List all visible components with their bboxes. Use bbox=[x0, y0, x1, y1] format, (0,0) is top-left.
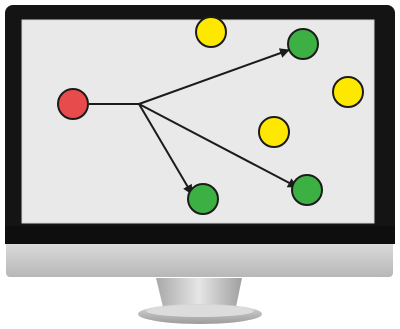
graph-edges bbox=[89, 48, 298, 195]
yellow-node-top bbox=[195, 16, 227, 48]
target-node-bottom-right bbox=[291, 174, 323, 206]
yellow-node-center bbox=[258, 116, 290, 148]
edge-hub-to-bottom-left bbox=[138, 103, 193, 195]
source-node bbox=[57, 88, 89, 120]
target-node-bottom-left bbox=[187, 183, 219, 215]
edge-hub-to-top-right bbox=[138, 48, 290, 105]
graph-nodes bbox=[57, 16, 364, 215]
monitor-stand bbox=[138, 278, 262, 324]
yellow-node-right bbox=[332, 76, 364, 108]
edge-hub-to-bottom-right bbox=[138, 103, 298, 188]
target-node-top-right bbox=[287, 28, 319, 60]
